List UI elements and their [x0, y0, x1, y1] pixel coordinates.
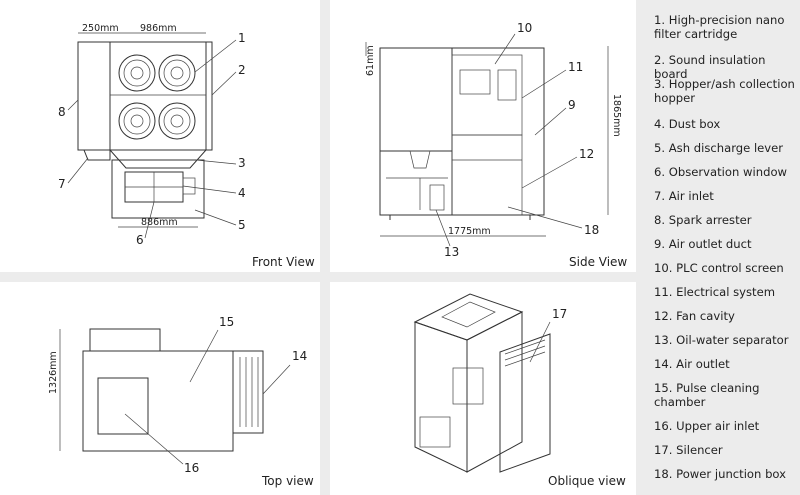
- oblique-silencer-grille: [504, 339, 546, 367]
- legend-item-2: 2. Sound insulation board: [654, 53, 766, 81]
- legend-item-15: 15. Pulse cleaning chamber: [654, 381, 760, 409]
- callout-11: 11: [568, 60, 583, 74]
- callout-5: 5: [238, 218, 246, 232]
- oblique-view-label: Oblique view: [548, 474, 626, 488]
- callout-12: 12: [579, 147, 594, 161]
- dim-front-bottom: 886mm: [141, 217, 178, 228]
- dim-side-top: 61mm: [365, 45, 376, 76]
- top-view-panel: 1326mm 15 14 16 Top view: [0, 282, 320, 495]
- legend-item-12: 12. Fan cavity: [654, 309, 735, 323]
- side-view-panel: 61mm 1865mm 1775mm 10 11 9 12 18 13 Side…: [330, 0, 636, 272]
- side-view-label: Side View: [569, 255, 628, 269]
- filter-cartridge-group: [118, 54, 196, 140]
- legend-item-5: 5. Ash discharge lever: [654, 141, 784, 155]
- callout-3: 3: [238, 156, 246, 170]
- side-view-drawing: 61mm 1865mm 1775mm 10 11 9 12 18 13: [365, 21, 622, 259]
- legend-item-6: 6. Observation window: [654, 165, 788, 179]
- top-outlet-grille: [239, 357, 259, 427]
- legend-item-1: 1. High-precision nano filter cartridge: [654, 13, 785, 41]
- callout-16: 16: [184, 461, 199, 475]
- legend: 1. High-precision nano filter cartridge …: [641, 0, 800, 495]
- oblique-view-drawing: 17: [413, 293, 567, 473]
- legend-item-8: 8. Spark arrester: [654, 213, 752, 227]
- dim-side-height: 1865mm: [611, 94, 622, 137]
- front-view-panel: 250mm 986mm 886mm 1 2 3 4 5 6 7 8 Front …: [0, 0, 320, 272]
- callout-8: 8: [58, 105, 66, 119]
- callout-14: 14: [292, 349, 307, 363]
- legend-item-9: 9. Air outlet duct: [654, 237, 752, 251]
- dim-side-length: 1775mm: [448, 226, 491, 237]
- callout-1: 1: [238, 31, 246, 45]
- callout-4: 4: [238, 186, 246, 200]
- callout-2: 2: [238, 63, 246, 77]
- legend-item-10: 10. PLC control screen: [654, 261, 784, 275]
- legend-item-4: 4. Dust box: [654, 117, 721, 131]
- legend-item-7: 7. Air inlet: [654, 189, 714, 203]
- callout-6: 6: [136, 233, 144, 247]
- top-view-drawing: 1326mm 15 14 16: [48, 315, 307, 475]
- callout-17: 17: [552, 307, 567, 321]
- legend-item-14: 14. Air outlet: [654, 357, 730, 371]
- dim-front-width-main: 986mm: [140, 23, 177, 34]
- legend-item-18: 18. Power junction box: [654, 467, 787, 481]
- oblique-view-panel: 17 Oblique view: [330, 282, 636, 495]
- callout-13: 13: [444, 245, 459, 259]
- legend-item-13: 13. Oil-water separator: [654, 333, 789, 347]
- callout-18: 18: [584, 223, 599, 237]
- callout-7: 7: [58, 177, 66, 191]
- legend-item-16: 16. Upper air inlet: [654, 419, 760, 433]
- dim-front-width-left: 250mm: [82, 23, 119, 34]
- legend-item-11: 11. Electrical system: [654, 285, 776, 299]
- top-view-label: Top view: [262, 474, 314, 488]
- front-view-drawing: 250mm 986mm 886mm 1 2 3 4 5 6 7 8: [58, 23, 246, 247]
- front-view-label: Front View: [252, 255, 315, 269]
- legend-item-17: 17. Silencer: [654, 443, 723, 457]
- callout-9: 9: [568, 98, 576, 112]
- callout-10: 10: [517, 21, 532, 35]
- dim-top-depth: 1326mm: [48, 351, 59, 394]
- legend-item-3: 3. Hopper/ash collection hopper: [654, 77, 795, 105]
- callout-15: 15: [219, 315, 234, 329]
